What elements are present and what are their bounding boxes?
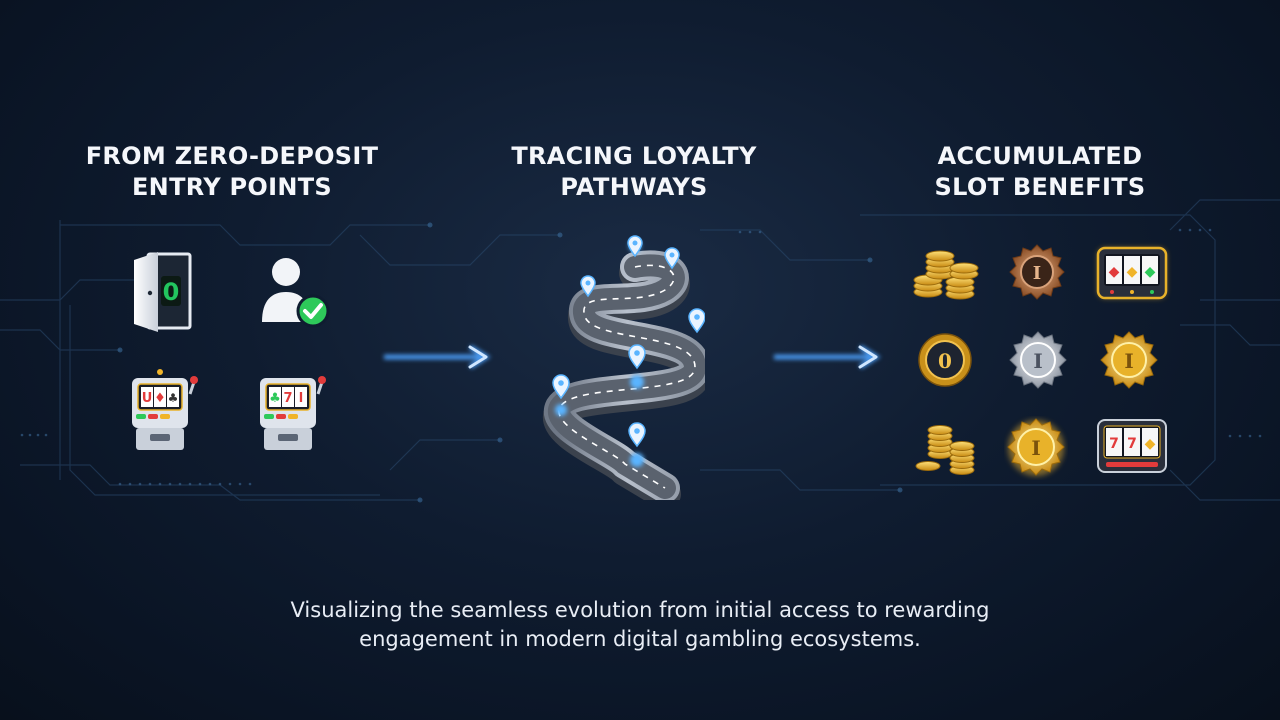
svg-text:◆: ◆ (1145, 436, 1156, 452)
caption-line: engagement in modern digital gambling ec… (359, 627, 921, 651)
section-title-benefits: ACCUMULATED SLOT BENEFITS (880, 141, 1200, 203)
arrow-right-icon (384, 344, 491, 370)
winding-road-icon (543, 235, 705, 500)
location-pin-icon (628, 422, 646, 467)
location-pin-icon (552, 374, 570, 416)
verified-user-icon (262, 258, 330, 328)
svg-text:♣: ♣ (168, 391, 179, 405)
svg-text:◆: ◆ (1145, 264, 1156, 280)
slot-machine-icon: ♣ 7 l (260, 376, 326, 450)
arrow-right-icon (774, 344, 881, 370)
door-digit: 0 (163, 278, 180, 306)
coin-stack-icon (913, 250, 979, 300)
svg-text:l: l (299, 391, 303, 406)
title-line: SLOT BENEFITS (934, 173, 1146, 201)
coin-stack-icon (915, 425, 975, 475)
svg-text:I: I (1031, 436, 1040, 460)
svg-text:♣: ♣ (269, 391, 281, 406)
location-pin-icon (627, 235, 643, 258)
location-pin-icon (580, 275, 596, 298)
location-pin-icon (664, 247, 680, 270)
svg-text:I: I (1033, 349, 1042, 373)
gold-badge-icon: I (1100, 331, 1158, 389)
svg-text:♦: ♦ (154, 391, 166, 406)
svg-text:0: 0 (938, 349, 952, 373)
title-line: ENTRY POINTS (131, 173, 333, 201)
title-line: PATHWAYS (560, 173, 708, 201)
title-line: FROM ZERO-DEPOSIT (85, 142, 379, 170)
section-title-entry: FROM ZERO-DEPOSIT ENTRY POINTS (52, 141, 412, 203)
svg-text:◆: ◆ (1127, 264, 1138, 280)
svg-text:I: I (1033, 263, 1041, 284)
svg-text:I: I (1124, 349, 1133, 373)
location-pin-icon (688, 308, 705, 334)
door-icon: 0 (134, 252, 192, 332)
slot-screen-icon: 7 7 ◆ (1097, 419, 1167, 473)
gold-badge-icon: I (1007, 418, 1065, 476)
slot-machine-icon: U ♦ ♣ (132, 369, 198, 450)
svg-text:7: 7 (1109, 436, 1119, 452)
svg-text:7: 7 (283, 391, 292, 406)
location-pin-icon (628, 344, 646, 389)
bronze-badge-icon: I (1009, 244, 1065, 300)
svg-text:◆: ◆ (1109, 264, 1120, 280)
title-line: TRACING LOYALTY (511, 142, 757, 170)
silver-badge-icon: I (1009, 331, 1067, 389)
slot-screen-icon: ◆ ◆ ◆ (1096, 246, 1168, 300)
caption-line: Visualizing the seamless evolution from … (290, 598, 990, 622)
section-title-pathways: TRACING LOYALTY PATHWAYS (474, 141, 794, 203)
dark-coin-icon: 0 (918, 333, 972, 387)
svg-text:7: 7 (1127, 436, 1137, 452)
caption: Visualizing the seamless evolution from … (190, 596, 1090, 654)
title-line: ACCUMULATED (937, 142, 1143, 170)
svg-text:U: U (142, 391, 153, 406)
